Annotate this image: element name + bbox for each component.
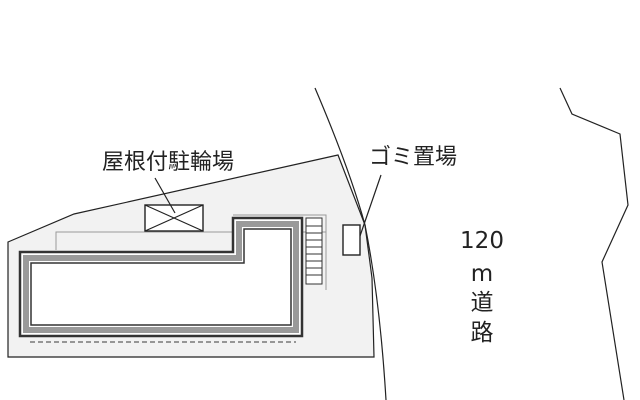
building-inner-band	[23, 221, 299, 333]
bicycle-parking-label: 屋根付駐輪場	[102, 150, 234, 175]
building-outline	[18, 216, 304, 338]
inner-boundary-line-2	[233, 214, 327, 232]
road-word-label-1: 道	[471, 290, 494, 316]
stairs	[305, 217, 323, 285]
road-unit-label: m	[471, 261, 493, 287]
garbage-area-marker	[342, 224, 361, 256]
road-edge-right	[559, 87, 629, 400]
garbage-area-leader	[359, 174, 382, 237]
bicycle-parking-marker	[144, 204, 204, 232]
inner-boundary-line	[55, 231, 327, 290]
garbage-area-label: ゴミ置場	[369, 145, 457, 170]
road-word-label-2: 路	[471, 320, 494, 346]
road-width-label: 120	[460, 228, 504, 254]
bicycle-parking-leader	[154, 177, 176, 214]
road-edge-left	[314, 87, 387, 400]
building-inner-line	[30, 228, 292, 326]
